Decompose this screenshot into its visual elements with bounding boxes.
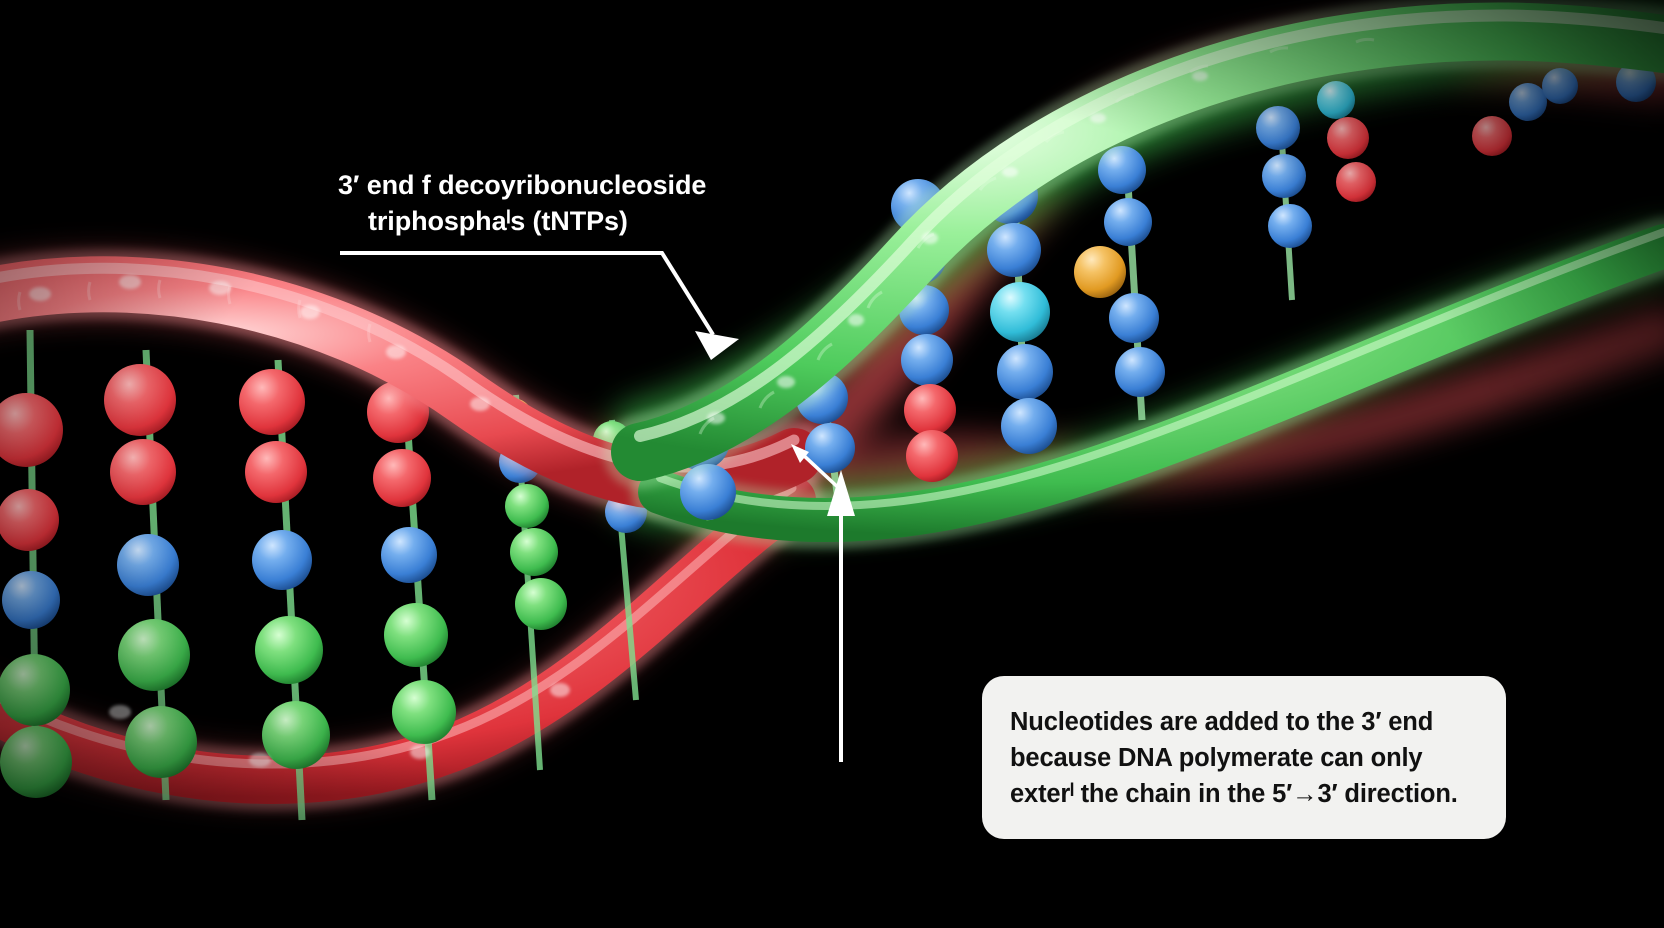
explanation-callout-box: Nucleotides are added to the 3′ end beca… [982,676,1506,839]
callout-line-2: because DNA polymerate can only [1010,744,1423,773]
top-label-arrowhead [695,331,739,360]
callout-line-3: exterˡ the chain in the 5′→3′ direction. [1010,780,1458,809]
callout-arrowhead [827,470,855,516]
callout-leader-line [791,444,855,762]
top-label-leader-line [340,251,739,360]
callout-line-1: Nucleotides are added to the 3′ end [1010,708,1434,736]
callout-arrowhead-tip [791,444,809,463]
